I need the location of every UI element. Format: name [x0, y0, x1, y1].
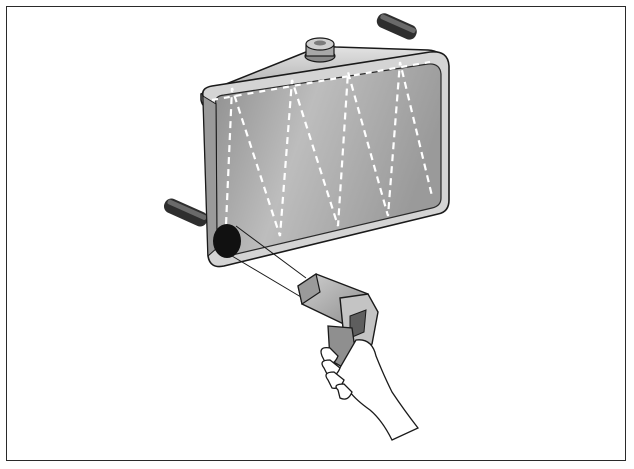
rear-pipe-bottom: [163, 198, 208, 227]
infrared-beam: [231, 225, 307, 301]
rear-pipe-top: [376, 13, 417, 40]
sensor-spot: [213, 224, 241, 258]
hand-icon: [320, 339, 420, 441]
scan-pattern: [211, 60, 434, 249]
filler-cap: [304, 37, 336, 63]
infrared-thermometer-icon: [297, 273, 379, 369]
